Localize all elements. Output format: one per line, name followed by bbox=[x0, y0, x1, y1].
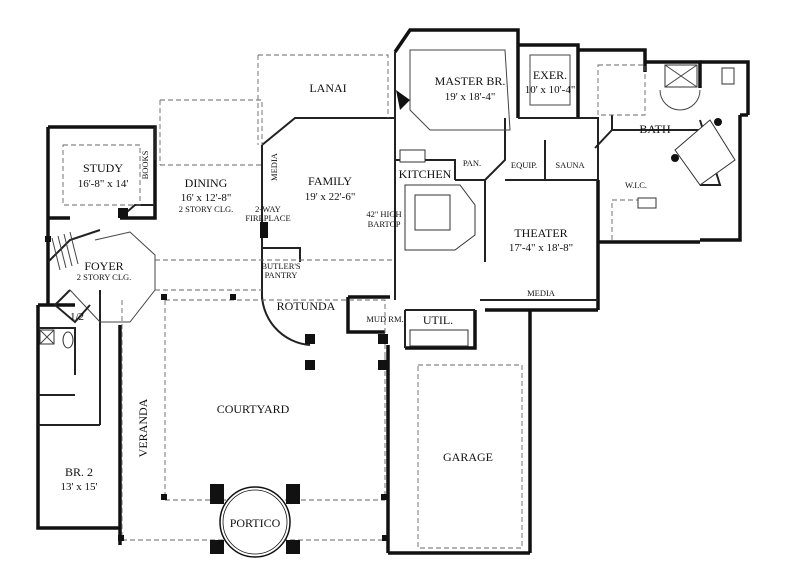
media-small-label: MEDIA bbox=[269, 152, 279, 181]
br2-size: 13' x 15' bbox=[61, 481, 98, 493]
master-label: MASTER BR. bbox=[435, 74, 506, 88]
veranda-label: VERANDA bbox=[136, 398, 150, 457]
sauna-label: SAUNA bbox=[555, 160, 585, 170]
half-bath-label: 1/2 bbox=[70, 311, 84, 323]
lanai-label: LANAI bbox=[309, 81, 346, 95]
master-size: 19' x 18'-4" bbox=[445, 91, 496, 103]
fireplace-line2: FIREPLACE bbox=[245, 213, 290, 223]
dashed-outlines bbox=[62, 54, 646, 549]
dining-label: DINING bbox=[185, 176, 228, 190]
util-label: UTIL. bbox=[423, 313, 453, 327]
theater-label: THEATER bbox=[514, 226, 567, 240]
foyer-label: FOYER bbox=[84, 259, 123, 273]
portico-shape bbox=[219, 486, 291, 558]
butlers-line1: BUTLER'S bbox=[261, 261, 301, 271]
family-label: FAMILY bbox=[308, 174, 352, 188]
equip-label: EQUIP. bbox=[511, 160, 537, 170]
wic-label: W.I.C. bbox=[625, 180, 647, 190]
portico-label: PORTICO bbox=[230, 516, 281, 530]
fireplace-line1: 2-WAY bbox=[255, 204, 281, 214]
media-theater-label: MEDIA bbox=[527, 288, 556, 298]
study-size: 16'-8" x 14' bbox=[78, 178, 129, 190]
rotunda-label: ROTUNDA bbox=[277, 299, 336, 313]
columns bbox=[45, 208, 388, 554]
bartop-line1: 42" HIGH bbox=[366, 209, 401, 219]
books-label: BOOKS bbox=[140, 150, 150, 179]
pan-label: PAN. bbox=[463, 158, 481, 168]
garage-label: GARAGE bbox=[443, 450, 493, 464]
exterior-walls bbox=[36, 28, 750, 555]
family-size: 19' x 22'-6" bbox=[305, 191, 356, 203]
dining-size: 16' x 12'-8" bbox=[181, 192, 232, 204]
kitchen-label: KITCHEN bbox=[399, 167, 452, 181]
exer-label: EXER. bbox=[533, 68, 567, 82]
room-labels: STUDY 16'-8" x 14' BOOKS DINING 16' x 12… bbox=[61, 68, 671, 530]
study-label: STUDY bbox=[83, 161, 123, 175]
butlers-line2: PANTRY bbox=[265, 270, 298, 280]
theater-size: 17'-4" x 18'-8" bbox=[509, 242, 573, 254]
mudrm-label: MUD RM. bbox=[366, 314, 403, 324]
courtyard-label: COURTYARD bbox=[217, 402, 290, 416]
br2-label: BR. 2 bbox=[65, 465, 93, 479]
dining-note: 2 STORY CLG. bbox=[179, 204, 234, 214]
bath-label: BATH bbox=[639, 122, 671, 136]
exer-size: 10' x 10'-4" bbox=[525, 84, 576, 96]
fixtures bbox=[39, 64, 736, 349]
bartop-line2: BARTOP bbox=[368, 219, 401, 229]
foyer-note: 2 STORY CLG. bbox=[77, 272, 132, 282]
